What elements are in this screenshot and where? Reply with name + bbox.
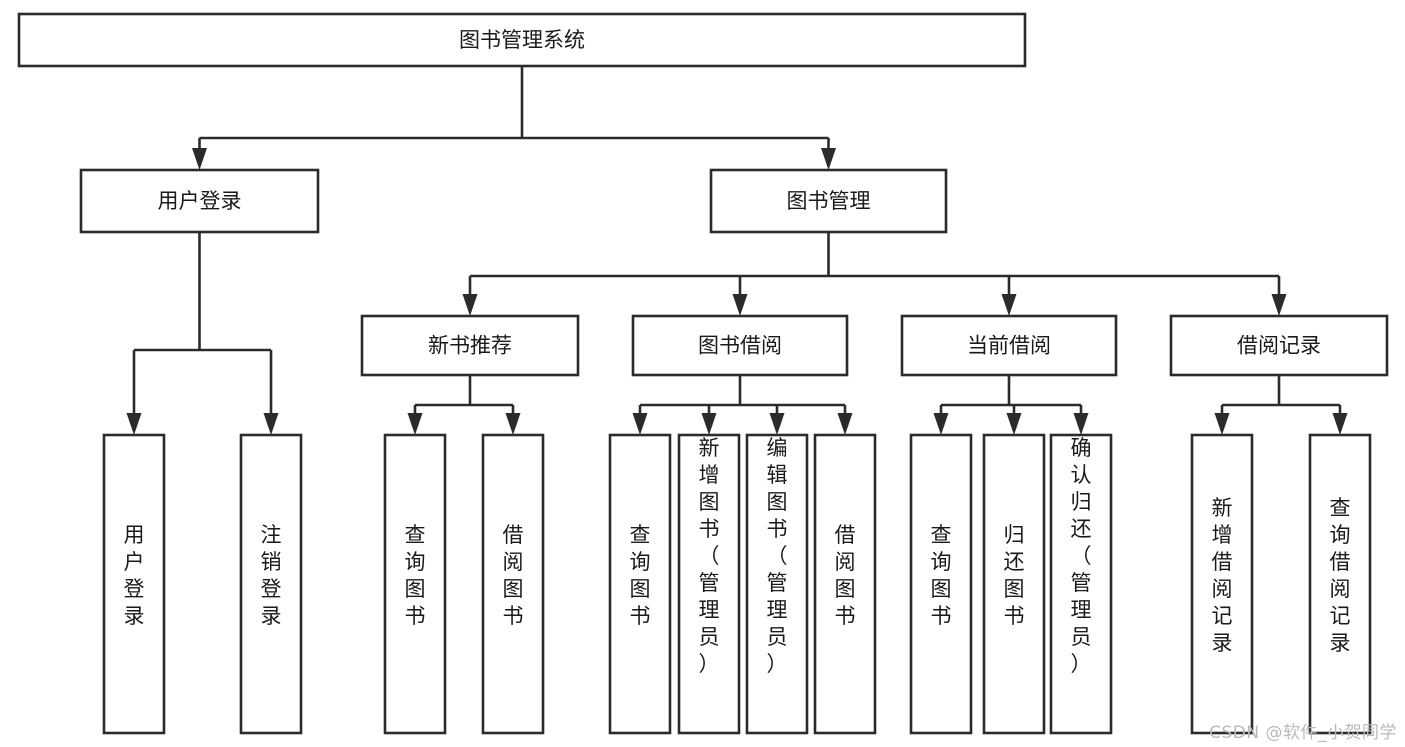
node-box[interactable]	[102, 433, 166, 735]
edge-group-record	[1214, 375, 1348, 435]
arrow-head-icon	[933, 413, 949, 435]
edges-layer	[126, 66, 1348, 435]
node-box[interactable]	[1169, 314, 1389, 377]
node-label: 用户登录	[124, 523, 145, 628]
node-box[interactable]	[909, 433, 973, 735]
node-box[interactable]	[813, 433, 877, 735]
node-current[interactable]: 当前借阅	[900, 314, 1118, 377]
node-label: 借阅图书	[835, 523, 856, 628]
arrow-head-icon	[263, 413, 279, 435]
arrow-head-icon	[1001, 294, 1017, 316]
node-label: 图书管理	[787, 189, 871, 213]
arrow-head-icon	[769, 413, 785, 435]
node-box[interactable]	[982, 433, 1046, 735]
node-label: 用户登录	[158, 189, 242, 213]
node-bookmgmt[interactable]: 图书管理	[709, 168, 948, 234]
node-newbook[interactable]: 新书推荐	[360, 314, 580, 377]
arrow-head-icon	[632, 413, 648, 435]
node-leaf-borrow-edit[interactable]: 编辑图书（管理员）	[745, 433, 809, 735]
edge-group-bookmgmt	[462, 232, 1287, 316]
edge-group-borrow	[632, 375, 853, 435]
node-label: 图书借阅	[698, 334, 782, 358]
node-label: 查询图书	[931, 523, 952, 628]
node-label: 归还图书	[1004, 523, 1025, 628]
arrow-head-icon	[1073, 413, 1089, 435]
node-label: 借阅记录	[1237, 334, 1321, 358]
arrow-head-icon	[462, 294, 478, 316]
node-box[interactable]	[17, 12, 1027, 68]
node-label: 注销登录	[261, 523, 282, 628]
arrow-head-icon	[1332, 413, 1348, 435]
node-leaf-current-return[interactable]: 归还图书	[982, 433, 1046, 735]
node-leaf-user-logout[interactable]: 注销登录	[239, 433, 303, 735]
node-label: 编辑图书（管理员）	[767, 436, 788, 676]
node-leaf-user-login[interactable]: 用户登录	[102, 433, 166, 735]
node-leaf-record-add[interactable]: 新增借阅记录	[1190, 433, 1254, 735]
node-box[interactable]	[383, 433, 447, 735]
node-leaf-current-confirm[interactable]: 确认归还（管理员）	[1049, 433, 1113, 735]
node-label: 确认归还（管理员）	[1071, 436, 1092, 676]
node-box[interactable]	[239, 433, 303, 735]
edge-group-login	[126, 232, 279, 435]
arrow-head-icon	[505, 413, 521, 435]
node-login[interactable]: 用户登录	[79, 168, 320, 234]
edge-group-root	[192, 66, 836, 170]
node-box[interactable]	[1190, 433, 1254, 735]
node-box[interactable]	[709, 168, 948, 234]
node-label: 新增借阅记录	[1212, 496, 1233, 655]
arrow-head-icon	[1271, 294, 1287, 316]
nodes-layer: 图书管理系统用户登录图书管理新书推荐图书借阅当前借阅借阅记录用户登录注销登录查询…	[17, 12, 1389, 735]
watermark-label: CSDN @软件_小贺同学	[1209, 723, 1397, 743]
arrow-head-icon	[837, 413, 853, 435]
arrow-head-icon	[407, 413, 423, 435]
edge-group-current	[933, 375, 1089, 435]
node-leaf-borrow-query[interactable]: 查询图书	[608, 433, 672, 735]
node-label: 图书管理系统	[459, 28, 585, 52]
arrow-head-icon	[701, 413, 717, 435]
node-box[interactable]	[1308, 433, 1372, 735]
node-root[interactable]: 图书管理系统	[17, 12, 1027, 68]
edge-group-newbook	[407, 375, 521, 435]
node-borrow[interactable]: 图书借阅	[631, 314, 849, 377]
node-box[interactable]	[79, 168, 320, 234]
node-leaf-current-query[interactable]: 查询图书	[909, 433, 973, 735]
node-box[interactable]	[631, 314, 849, 377]
node-label: 新书推荐	[428, 334, 512, 358]
node-label: 新增图书（管理员）	[699, 436, 720, 676]
node-record[interactable]: 借阅记录	[1169, 314, 1389, 377]
node-label: 当前借阅	[967, 334, 1051, 358]
arrow-head-icon	[1006, 413, 1022, 435]
node-label: 查询图书	[405, 523, 426, 628]
node-box[interactable]	[360, 314, 580, 377]
node-box[interactable]	[745, 433, 809, 735]
arrow-head-icon	[732, 294, 748, 316]
arrow-head-icon	[821, 148, 836, 170]
node-box[interactable]	[608, 433, 672, 735]
node-leaf-new-borrow[interactable]: 借阅图书	[481, 433, 545, 735]
node-box[interactable]	[1049, 433, 1113, 735]
node-box[interactable]	[900, 314, 1118, 377]
arrow-head-icon	[1214, 413, 1230, 435]
arrow-head-icon	[126, 413, 142, 435]
node-label: 查询借阅记录	[1330, 496, 1351, 655]
node-label: 借阅图书	[503, 523, 524, 628]
node-leaf-borrow-lend[interactable]: 借阅图书	[813, 433, 877, 735]
node-leaf-record-query[interactable]: 查询借阅记录	[1308, 433, 1372, 735]
arrow-head-icon	[192, 148, 207, 170]
node-box[interactable]	[481, 433, 545, 735]
node-leaf-borrow-add[interactable]: 新增图书（管理员）	[677, 433, 741, 735]
node-leaf-new-query[interactable]: 查询图书	[383, 433, 447, 735]
node-box[interactable]	[677, 433, 741, 735]
node-label: 查询图书	[630, 523, 651, 628]
